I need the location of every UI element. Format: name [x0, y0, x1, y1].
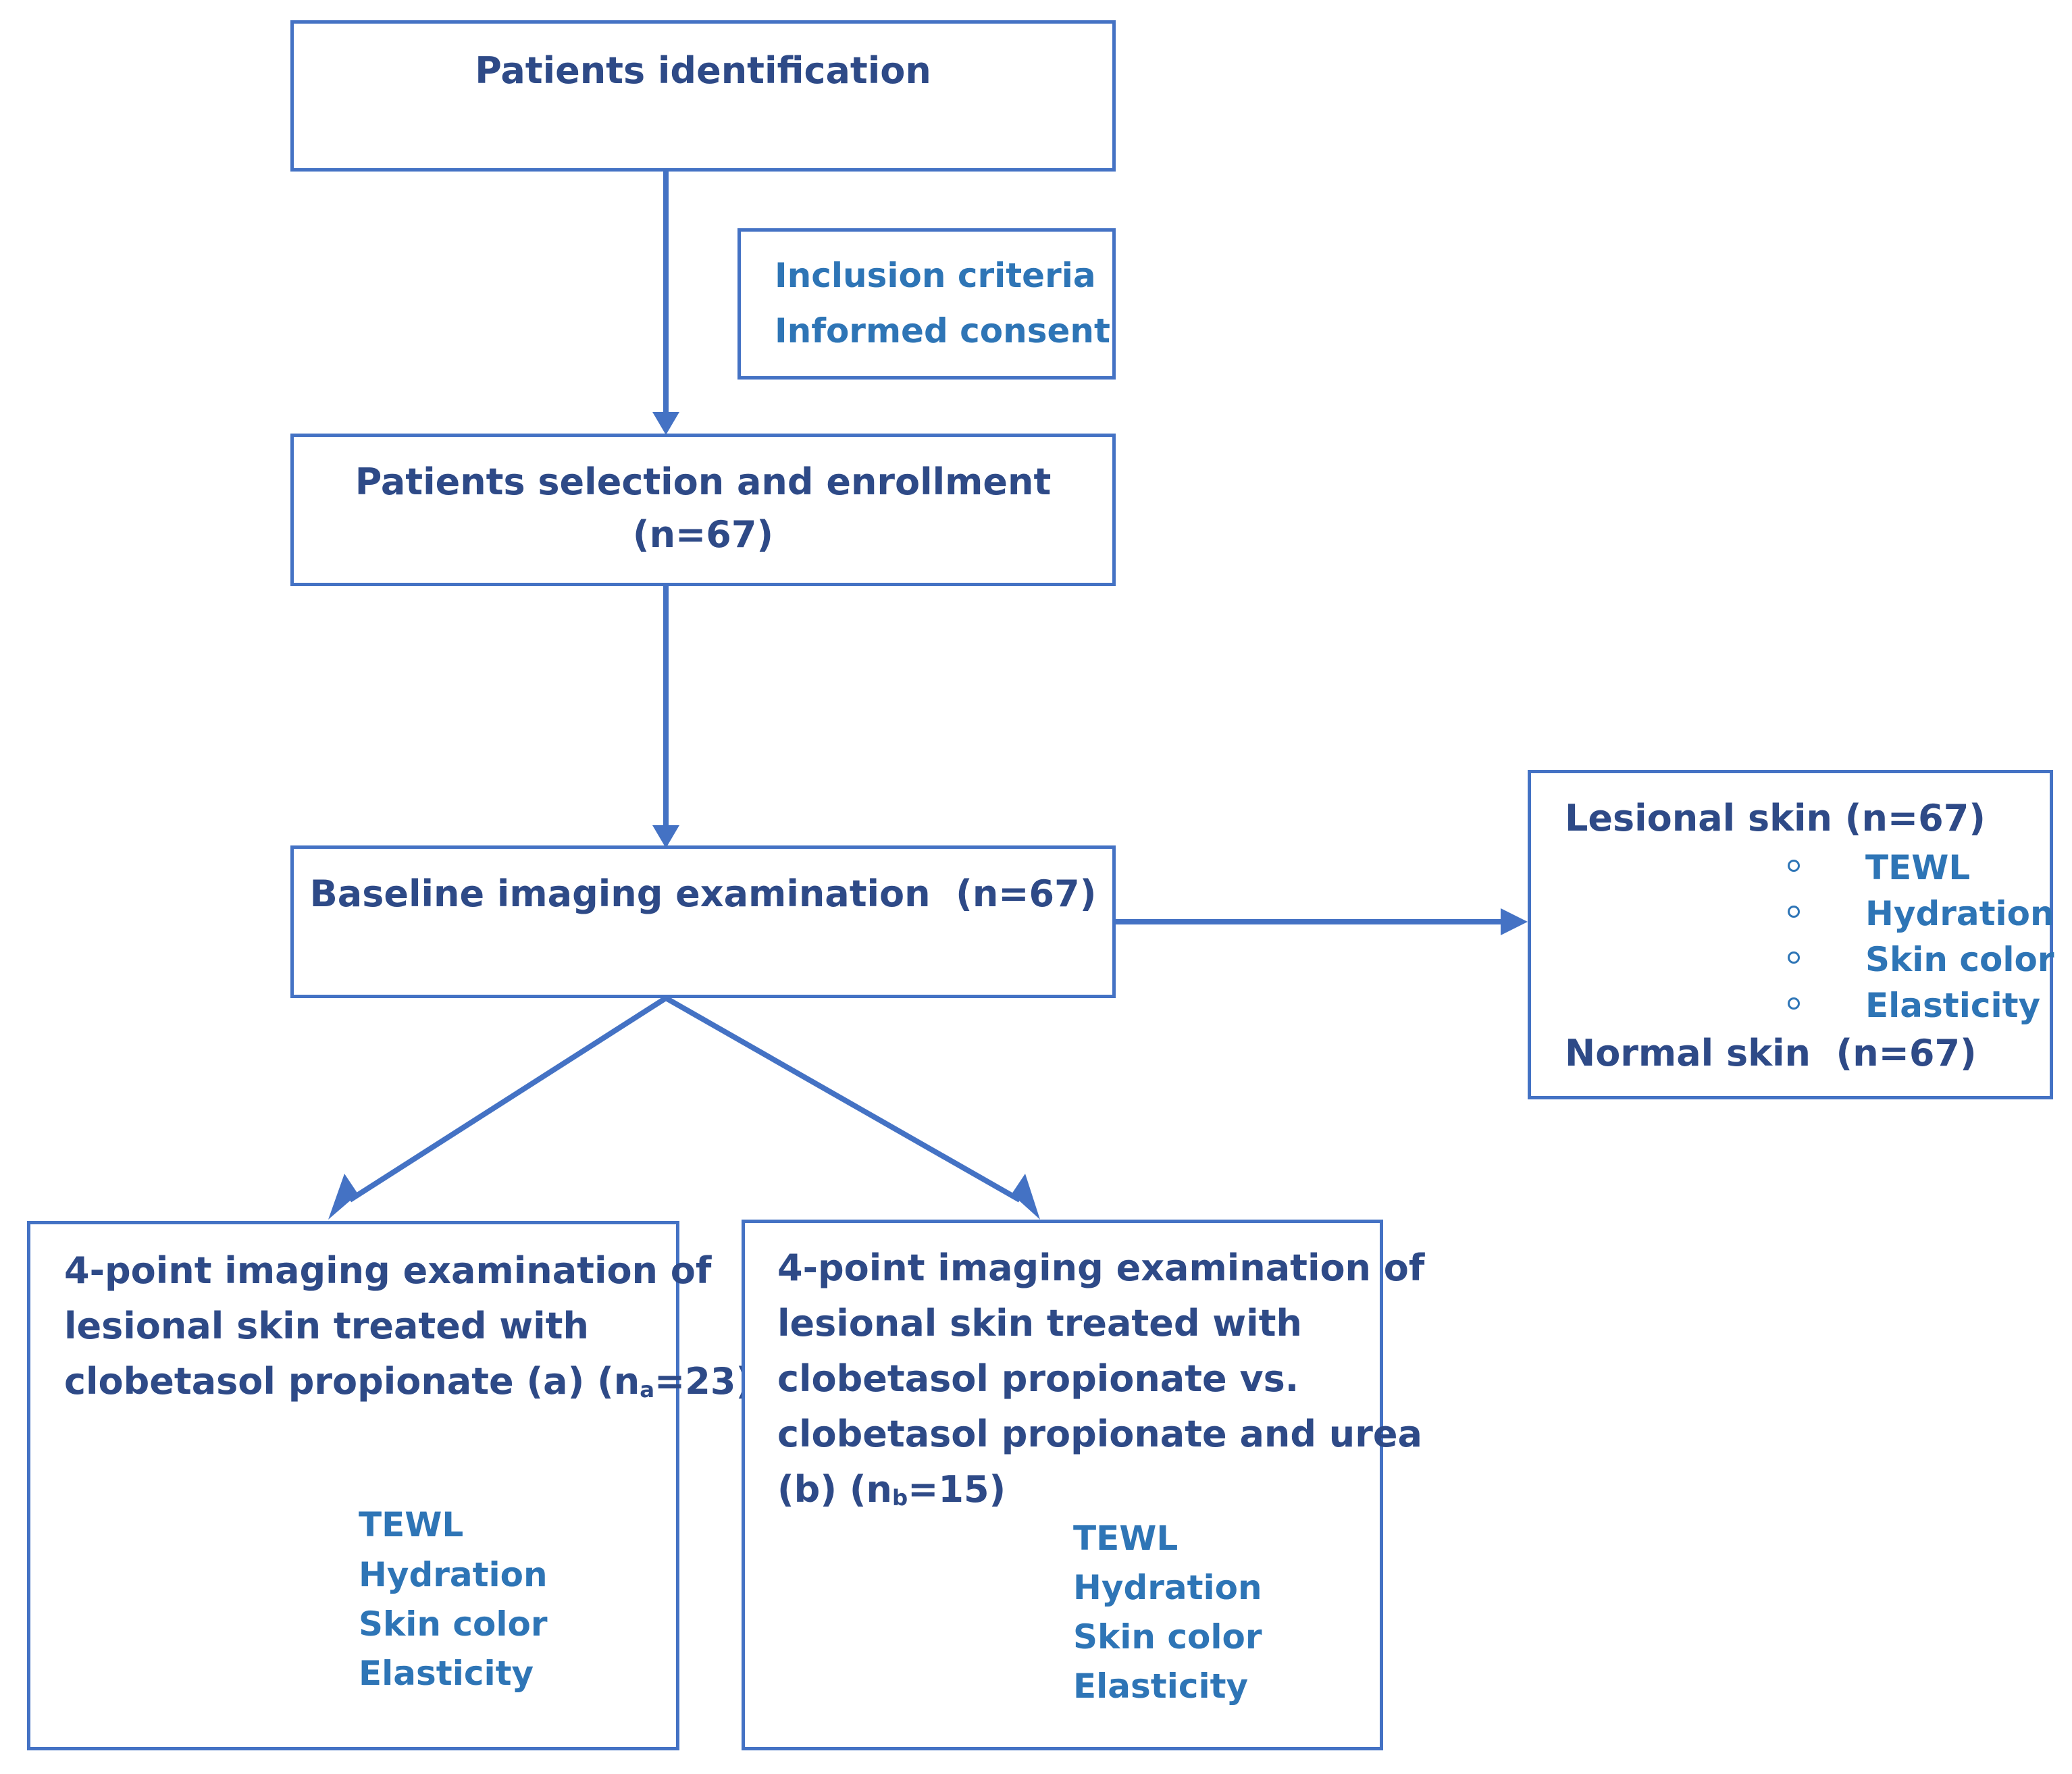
selection-title: Patients selection and enrollment: [355, 461, 1052, 503]
bullet-icon: [1788, 860, 1800, 872]
arrow-baseline-to-groupA: [348, 995, 668, 1203]
group-b-subscript: b: [891, 1484, 908, 1511]
group-b-line5-suffix: =15): [908, 1468, 1006, 1511]
baseline-title: Baseline imaging examination (n=67): [309, 872, 1097, 915]
group-a-subscript: a: [640, 1376, 655, 1403]
measure-item: Hydration: [1865, 894, 2054, 933]
baseline-box: Baseline imaging examination (n=67): [290, 845, 1116, 998]
identification-box: Patients identification: [290, 20, 1116, 172]
group-b-item: Elasticity: [1073, 1667, 1249, 1706]
group-b-line1: 4-point imaging examination of: [777, 1247, 1425, 1289]
selection-box: Patients selection and enrollment (n=67): [290, 434, 1116, 586]
group-a-item: Skin color: [359, 1605, 548, 1644]
identification-title: Patients identification: [475, 49, 931, 92]
group-b-line5: (b) (nb=15): [777, 1471, 1006, 1509]
normal-skin-label: Normal skin (n=67): [1565, 1032, 1977, 1074]
group-b-item: Hydration: [1073, 1568, 1262, 1607]
bullet-icon: [1788, 906, 1800, 918]
arrowhead-measures: [1501, 908, 1528, 935]
criteria-box: Inclusion criteria Informed consent: [737, 228, 1116, 380]
group-b-box: 4-point imaging examination of lesional …: [742, 1220, 1424, 1750]
arrowhead-groupB: [1012, 1174, 1040, 1220]
lesional-skin-label: Lesional skin (n=67): [1565, 797, 1986, 839]
measures-box: Lesional skin (n=67) TEWL Hydration Skin…: [1528, 770, 2054, 1099]
arrowhead-selection: [652, 412, 679, 435]
group-b-item: Skin color: [1073, 1617, 1262, 1656]
group-a-item: Hydration: [359, 1555, 548, 1594]
group-a-item: TEWL: [359, 1505, 464, 1544]
group-b-line5-prefix: (b) (n: [777, 1468, 892, 1511]
measure-item: Elasticity: [1865, 986, 2041, 1025]
measure-item: Skin color: [1865, 940, 2054, 979]
group-b-item: TEWL: [1073, 1519, 1179, 1558]
bullet-icon: [1788, 997, 1800, 1010]
group-a-line1: 4-point imaging examination of: [64, 1249, 712, 1292]
group-a-box: 4-point imaging examination of lesional …: [27, 1221, 752, 1750]
arrowhead-groupA: [328, 1174, 358, 1220]
bullet-icon: [1788, 951, 1800, 964]
group-b-line2: lesional skin treated with: [777, 1302, 1302, 1345]
arrow-baseline-to-groupB: [665, 995, 1021, 1203]
arrowhead-baseline: [652, 825, 679, 848]
measure-item: TEWL: [1865, 848, 1971, 887]
group-a-line3-suffix: =23): [654, 1360, 753, 1403]
group-a-line3: clobetasol propionate (a) (na=23): [64, 1363, 752, 1401]
group-b-line3: clobetasol propionate vs.: [777, 1357, 1299, 1400]
criteria-inclusion: Inclusion criteria: [775, 256, 1096, 295]
group-a-line3-prefix: clobetasol propionate (a) (n: [64, 1360, 640, 1403]
group-b-line4: clobetasol propionate and urea: [777, 1413, 1422, 1455]
criteria-consent: Informed consent: [775, 311, 1110, 350]
group-a-item: Elasticity: [359, 1654, 534, 1693]
selection-count: (n=67): [632, 513, 774, 556]
group-a-line2: lesional skin treated with: [64, 1305, 589, 1347]
